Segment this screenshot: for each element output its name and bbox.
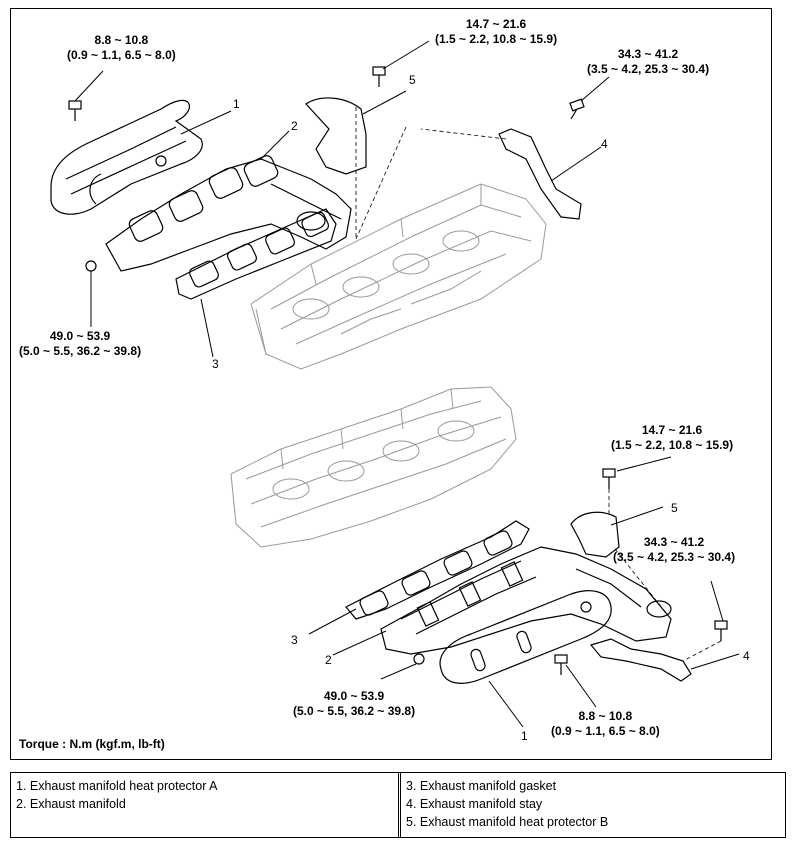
callout-top-2: 2 — [291, 119, 298, 133]
nut-bottom — [413, 653, 425, 665]
callout-top-4: 4 — [601, 137, 608, 151]
heat-protector-b-bottom — [570, 511, 620, 558]
callout-bottom-2: 2 — [325, 653, 332, 667]
torque-unit-note: Torque : N.m (kgf.m, lb-ft) — [19, 737, 165, 751]
exhaust-manifold-bottom — [380, 546, 672, 655]
bolt-bottom-right — [714, 620, 728, 641]
exploded-diagram: 8.8 ~ 10.8(0.9 ~ 1.1, 6.5 ~ 8.0) 14.7 ~ … — [10, 8, 772, 760]
heat-protector-a-bottom — [439, 590, 612, 684]
torque-label-bottom-nut: 49.0 ~ 53.9(5.0 ~ 5.5, 36.2 ~ 39.8) — [293, 689, 416, 718]
callout-top-1: 1 — [233, 97, 240, 111]
torque-label-top-right: 34.3 ~ 41.2(3.5 ~ 4.2, 25.3 ~ 30.4) — [587, 47, 710, 76]
legend-item: 5. Exhaust manifold heat protector B — [406, 815, 609, 829]
bolt-top-right — [569, 98, 585, 120]
callout-bottom-3: 3 — [291, 633, 298, 647]
exhaust-gasket-top — [175, 208, 337, 300]
torque-label-bottom-upper: 14.7 ~ 21.6(1.5 ~ 2.2, 10.8 ~ 15.9) — [611, 423, 734, 452]
callout-top-5: 5 — [409, 73, 416, 87]
cylinder-head-bottom — [230, 386, 517, 548]
torque-label-top-mid: 14.7 ~ 21.6(1.5 ~ 2.2, 10.8 ~ 15.9) — [435, 17, 558, 46]
bolt-bottom-lower — [554, 654, 568, 675]
manifold-stay-top — [498, 128, 582, 220]
nut-top — [85, 260, 97, 272]
legend-item: 4. Exhaust manifold stay — [406, 797, 543, 811]
exhaust-gasket-bottom — [345, 520, 530, 620]
heat-protector-b-top — [305, 97, 367, 175]
legend-item: 3. Exhaust manifold gasket — [406, 779, 557, 793]
manifold-stay-bottom — [589, 638, 692, 682]
parts-legend: 1. Exhaust manifold heat protector A 2. … — [10, 772, 786, 838]
legend-column-right: 3. Exhaust manifold gasket 4. Exhaust ma… — [398, 773, 785, 837]
bolt-bottom-upper — [602, 468, 616, 489]
leaders-bottom — [308, 456, 740, 728]
legend-item: 1. Exhaust manifold heat protector A — [16, 779, 218, 793]
leaders-top — [74, 40, 610, 358]
legend-column-left: 1. Exhaust manifold heat protector A 2. … — [11, 773, 398, 837]
exhaust-manifold-top — [105, 155, 352, 272]
torque-label-top-nut: 49.0 ~ 53.9(5.0 ~ 5.5, 36.2 ~ 39.8) — [19, 329, 142, 358]
bolt-top-left — [68, 100, 82, 121]
legend-item: 2. Exhaust manifold — [16, 797, 126, 811]
torque-label-bottom-right: 34.3 ~ 41.2(3.5 ~ 4.2, 25.3 ~ 30.4) — [613, 535, 736, 564]
heat-protector-a-top — [50, 99, 203, 215]
torque-label-bottom-lower: 8.8 ~ 10.8(0.9 ~ 1.1, 6.5 ~ 8.0) — [551, 709, 660, 738]
callout-bottom-4: 4 — [743, 649, 750, 663]
torque-label-top-left: 8.8 ~ 10.8(0.9 ~ 1.1, 6.5 ~ 8.0) — [67, 33, 176, 62]
callout-bottom-5: 5 — [671, 501, 678, 515]
callout-bottom-1: 1 — [521, 729, 528, 743]
cylinder-head-top — [250, 183, 547, 370]
callout-top-3: 3 — [212, 357, 219, 371]
diagram-drawing — [50, 40, 740, 728]
bolt-top-mid — [372, 66, 386, 87]
